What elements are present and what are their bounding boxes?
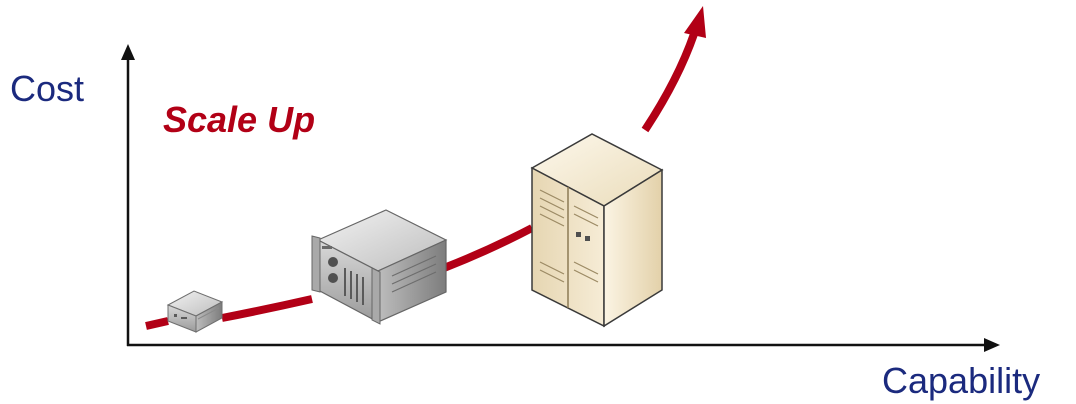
x-axis-arrowhead — [984, 338, 1000, 352]
diagram-title: Scale Up — [163, 99, 315, 140]
small-server-icon — [168, 291, 222, 332]
y-axis-label: Cost — [10, 68, 84, 109]
curve-segment-2 — [222, 299, 312, 318]
curve-arrowhead — [684, 6, 706, 38]
tower-server-icon — [532, 134, 662, 326]
x-axis-label: Capability — [882, 360, 1040, 401]
y-axis-arrowhead — [121, 44, 135, 60]
curve-segment-3 — [444, 228, 532, 268]
curve-segment-4 — [645, 34, 694, 130]
rack-server-icon — [312, 210, 446, 324]
curve-segment-1 — [146, 321, 168, 326]
